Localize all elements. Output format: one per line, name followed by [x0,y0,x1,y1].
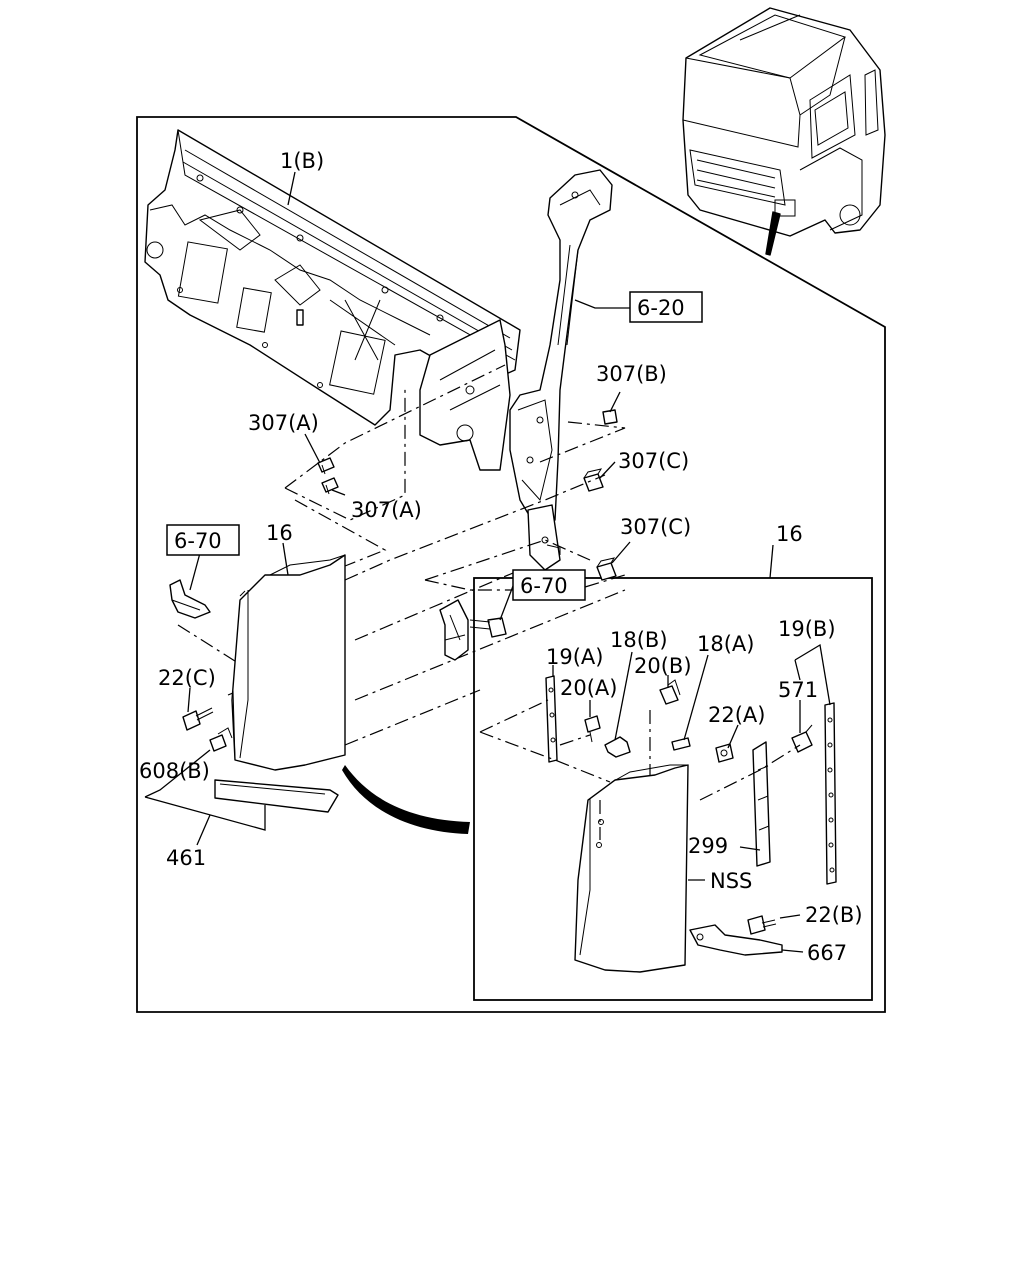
bolt-22B [747,915,777,935]
label-307A-lower: 307(A) [351,498,422,522]
label-307A-upper: 307(A) [248,411,319,435]
label-22A: 22(A) [708,703,765,727]
leader-lines [144,171,831,953]
front-pillar [509,169,613,571]
label-19B: 19(B) [778,617,836,641]
clip-20B [659,679,681,705]
corner-panel-16 [231,554,346,771]
screw-307A-lower [321,477,339,495]
ref-box-670-left [166,524,240,556]
label-20A: 20(A) [560,676,617,700]
label-22C: 22(C) [158,666,216,690]
clip-20A [584,715,601,743]
label-16-detail: 16 [776,522,803,546]
clip-608B [209,727,233,752]
label-571: 571 [778,678,818,702]
bolt-22C [182,707,214,731]
label-461: 461 [166,846,206,870]
strip-19B [824,702,837,885]
clip-307C-upper [583,468,604,492]
label-1B: 1(B) [280,149,324,173]
leader-dashes-detail [479,699,801,840]
label-307C-upper: 307(C) [618,449,689,473]
label-6-70-left: 6-70 [174,529,222,553]
clip-22A [715,743,734,763]
clip-18B [604,736,631,758]
bracket-670-right [439,599,507,661]
detail-arrow [342,765,470,834]
label-18B: 18(B) [610,628,668,652]
label-18A: 18(A) [697,632,754,656]
clip-18A [671,737,691,751]
rail-299 [752,741,771,867]
screw-307A-upper [317,457,335,475]
strip-19A [545,675,558,763]
label-19A: 19(A) [546,645,603,669]
detail-frame [473,577,873,1001]
clip-307C-lower [596,557,617,581]
ref-box-670-right [512,569,586,601]
label-nss: NSS [710,869,752,893]
bracket-670-left [169,579,211,619]
label-20B: 20(B) [634,654,692,678]
cowl-side-bracket [419,319,511,471]
label-6-70-right: 6-70 [520,574,568,598]
label-307C-lower: 307(C) [620,515,691,539]
label-22B: 22(B) [805,903,863,927]
label-307B: 307(B) [596,362,667,386]
corner-panel-nss [574,764,689,973]
label-6-20: 6-20 [637,296,685,320]
label-299: 299 [688,834,728,858]
bracket-667 [689,924,783,956]
ref-box-620 [629,291,703,323]
label-608B: 608(B) [139,759,210,783]
main-frame [136,116,886,1013]
label-667: 667 [807,941,847,965]
clip-307B [602,409,618,425]
label-16-main: 16 [266,521,293,545]
lower-moulding [214,779,339,813]
truck-cab-thumbnail [682,7,886,256]
